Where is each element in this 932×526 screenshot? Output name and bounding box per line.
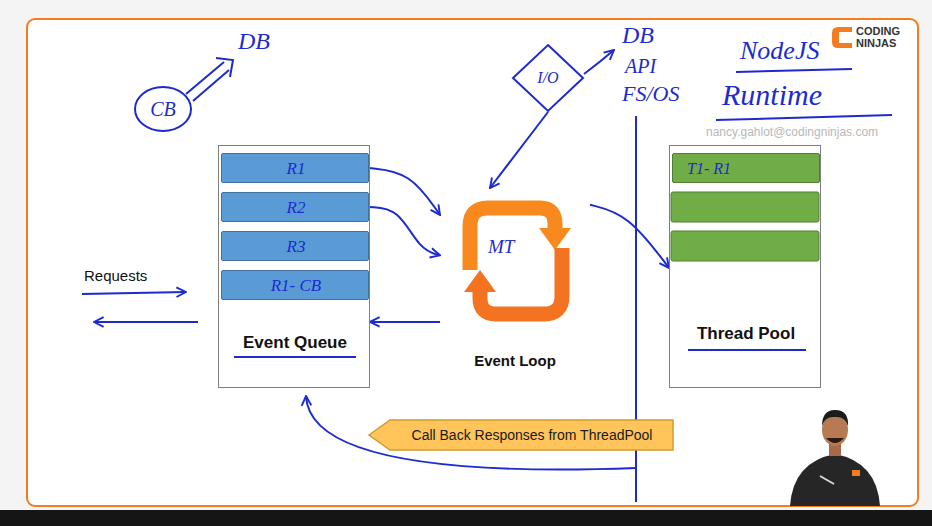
event-loop: MT Event Loop [440, 188, 590, 375]
thread-slot: T1- R1 [672, 153, 820, 183]
io-diamond: I/O [512, 44, 584, 112]
node-label: R1- CB [222, 271, 370, 301]
flow-arrow [369, 207, 440, 255]
thread-slot [671, 231, 819, 261]
underline [716, 115, 892, 120]
node-heading: Event Loop [440, 350, 590, 372]
underline [736, 69, 852, 72]
logo-text: NINJAS [856, 37, 896, 50]
request-arrow [82, 292, 186, 294]
flow-arrow [370, 321, 440, 323]
slide-frame [27, 19, 918, 506]
annotation: Requests [84, 267, 147, 284]
double-arrow-head [216, 58, 233, 77]
flow-arrow [490, 112, 548, 188]
callback-banner: Call Back Responses from ThreadPool [368, 419, 674, 451]
event-queue: R1R2R3R1- CB Event Queue [218, 145, 370, 388]
annotation: DB [622, 22, 654, 50]
node-label: MT [488, 234, 538, 260]
double-arrow [186, 62, 229, 101]
node-label: Event Queue [219, 332, 371, 354]
node-label: R2 [222, 193, 370, 223]
flow-arrow [590, 205, 669, 268]
event-loop-outline [440, 188, 590, 375]
node-label: R1 [222, 154, 370, 184]
io-arrow [584, 50, 614, 74]
underline [234, 356, 356, 358]
node-label: CB [134, 86, 192, 132]
node-label: R3 [222, 232, 370, 262]
bottom-strip [0, 510, 932, 526]
annotation: Runtime [722, 78, 822, 113]
watermark: nancy.gahlot@codingninjas.com [706, 126, 878, 140]
logo-icon [832, 27, 852, 48]
queue-item: R3 [221, 231, 369, 261]
node-label: Call Back Responses from ThreadPool [394, 419, 670, 451]
annotation: API [625, 55, 656, 78]
presenter-figure [790, 410, 880, 506]
response-arrow [94, 321, 198, 323]
annotation: DB [238, 28, 270, 56]
annotation: NodeJS [740, 36, 819, 66]
node-label: T1- R1 [687, 154, 817, 184]
logo-text: CODING [856, 25, 900, 38]
node-label: Thread Pool [670, 322, 822, 346]
callback-circle: CB [134, 86, 192, 132]
queue-item: R1- CB [221, 270, 369, 300]
node-label: I/O [512, 44, 584, 112]
thread-pool: T1- R1 Thread Pool [669, 145, 821, 388]
queue-item: R2 [221, 192, 369, 222]
annotation: FS/OS [622, 81, 679, 106]
thread-slot [671, 192, 819, 222]
underline [688, 349, 806, 351]
queue-item: R1 [221, 153, 369, 183]
